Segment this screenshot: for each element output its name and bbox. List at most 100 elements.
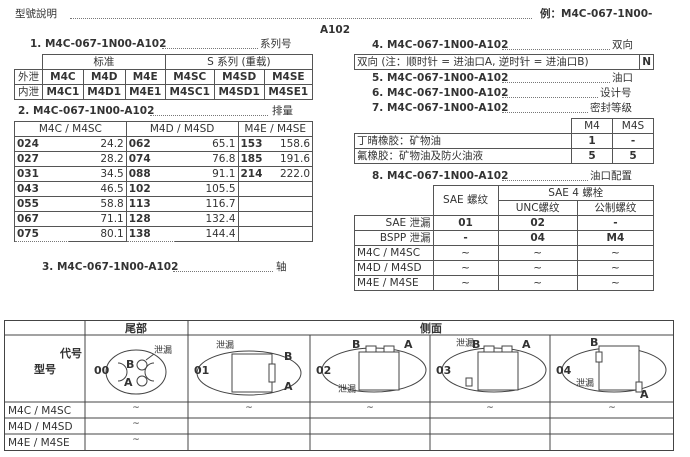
port-b-label: B bbox=[126, 358, 134, 371]
header-leader bbox=[70, 18, 532, 19]
port-b-label: B bbox=[352, 338, 360, 351]
port-config-cell: - bbox=[432, 230, 499, 246]
displacement-value: 34.5 bbox=[68, 166, 127, 182]
displacement-code: 024 bbox=[13, 136, 69, 152]
port-config-cell: ~ bbox=[576, 275, 655, 291]
displacement-code: 043 bbox=[13, 181, 69, 197]
sec7-leader bbox=[502, 112, 588, 113]
drain-label: 泄漏 bbox=[456, 337, 474, 349]
sec2-suffix: 排量 bbox=[272, 105, 293, 117]
sec1-suffix: 系列号 bbox=[260, 38, 292, 50]
port-config-cell: 01 bbox=[432, 215, 499, 231]
drain-label: 泄漏 bbox=[576, 377, 594, 389]
sec7-suffix: 密封等级 bbox=[590, 102, 632, 114]
seal-table: M4 M4S 丁晴橡胶：矿物油 1 - 氟橡胶：矿物油及防火油液 5 5 bbox=[354, 118, 654, 164]
table-row: UNC螺纹 公制螺纹 bbox=[355, 200, 655, 216]
displacement-value bbox=[270, 196, 314, 212]
port-config-cell: M4 bbox=[576, 230, 655, 246]
displacement-value: 65.1 bbox=[174, 136, 239, 152]
table-row: M4D / M4SD~~~ bbox=[354, 260, 655, 276]
port-b-label: B bbox=[472, 338, 480, 351]
code-label: 代号 bbox=[59, 346, 82, 360]
table-row: M4C / M4SC~~~ bbox=[354, 245, 655, 261]
sec8-suffix: 油口配置 bbox=[590, 170, 632, 182]
displacement-code: 031 bbox=[13, 166, 69, 182]
port-config-cell: ~ bbox=[432, 260, 499, 276]
table-row: 外泄 M4C M4D M4E M4SC M4SD M4SE bbox=[13, 69, 314, 85]
displacement-value: 191.6 bbox=[270, 151, 314, 167]
series-standard-header: 标准 bbox=[42, 54, 166, 70]
sec2-leader bbox=[150, 115, 268, 116]
displacement-code: 062 bbox=[125, 136, 175, 152]
orientation-cell: ~ bbox=[245, 403, 253, 413]
table-row: M4 M4S bbox=[354, 118, 654, 134]
table-row: M4E / M4SE~~~ bbox=[354, 275, 655, 291]
sec5-heading: 5. M4C-067-1N00-A102 bbox=[372, 72, 509, 84]
drain-label: 泄漏 bbox=[154, 344, 172, 356]
orientation-cell: ~ bbox=[608, 403, 616, 413]
displacement-code: 088 bbox=[125, 166, 175, 182]
sec6-leader bbox=[502, 97, 598, 98]
sec4-heading: 4. M4C-067-1N00-A102 bbox=[372, 39, 509, 51]
displacement-code: 138 bbox=[125, 226, 175, 242]
orientation-table: 尾部 侧面 代号 型号 00 B A 泄漏 01 泄漏 B A bbox=[4, 320, 674, 451]
displacement-value: 91.1 bbox=[174, 166, 239, 182]
port-a-label: A bbox=[124, 376, 133, 389]
displacement-value: 46.5 bbox=[68, 181, 127, 197]
model-row-label: M4C / M4SC bbox=[8, 405, 71, 417]
rotation-desc: 双向 (注：顺时针 = 进油口A, 逆时针 = 进油口B) bbox=[353, 54, 641, 70]
sec1-heading: 1. M4C-067-1N00-A102 bbox=[30, 38, 167, 50]
port-row-label: SAE 泄漏 bbox=[354, 215, 434, 231]
tail-header: 尾部 bbox=[124, 321, 147, 335]
displacement-value: 116.7 bbox=[174, 196, 239, 212]
table-row: M4C / M4SC M4D / M4SD M4E / M4SE bbox=[14, 121, 313, 137]
port-config-cell: ~ bbox=[497, 275, 578, 291]
displacement-value: 28.2 bbox=[68, 151, 127, 167]
table-row: 丁晴橡胶：矿物油 1 - bbox=[354, 133, 654, 149]
sec7-heading: 7. M4C-067-1N00-A102 bbox=[372, 102, 509, 114]
displacement-value: 80.1 bbox=[68, 226, 127, 242]
header-example: 例：M4C-067-1N00- bbox=[540, 8, 653, 20]
sec2-heading: 2. M4C-067-1N00-A102 bbox=[18, 105, 155, 117]
displacement-code: 153 bbox=[237, 136, 271, 152]
sec1-leader bbox=[162, 48, 258, 49]
displacement-value: 24.2 bbox=[68, 136, 127, 152]
displacement-code bbox=[237, 196, 271, 212]
model-row-label: M4E / M4SE bbox=[8, 437, 70, 449]
sec3-heading: 3. M4C-067-1N00-A102 bbox=[42, 261, 179, 273]
rotation-table: 双向 (注：顺时针 = 进油口A, 逆时针 = 进油口B) N bbox=[353, 54, 654, 70]
orientation-cell: ~ bbox=[132, 435, 140, 445]
rotation-code: N bbox=[639, 54, 654, 70]
side-view-01: 01 泄漏 B A bbox=[194, 339, 302, 396]
displacement-value: 222.0 bbox=[270, 166, 314, 182]
displacement-value bbox=[270, 211, 314, 227]
header-line: 型號說明 bbox=[15, 8, 667, 21]
orientation-cell: ~ bbox=[132, 403, 140, 413]
displacement-value: 58.8 bbox=[68, 196, 127, 212]
displacement-value: 76.8 bbox=[174, 151, 239, 167]
sec4-leader bbox=[502, 49, 610, 50]
port-row-label: BSPP 泄漏 bbox=[354, 230, 434, 246]
sec5-leader bbox=[502, 82, 610, 83]
port-row-label: M4E / M4SE bbox=[354, 275, 434, 291]
drain-label: 泄漏 bbox=[216, 339, 234, 351]
side-view-04: 04 B A 泄漏 bbox=[556, 336, 667, 401]
sec3-suffix: 轴 bbox=[276, 261, 287, 273]
orientation-cell: ~ bbox=[486, 403, 494, 413]
sec8-leader bbox=[502, 180, 588, 181]
port-config-cell: ~ bbox=[432, 245, 499, 261]
displacement-code: 214 bbox=[237, 166, 271, 182]
sec6-heading: 6. M4C-067-1N00-A102 bbox=[372, 87, 509, 99]
port-config-cell: ~ bbox=[497, 260, 578, 276]
side-view-03: 03 B A 泄漏 bbox=[436, 337, 547, 393]
displacement-value: 144.4 bbox=[174, 226, 239, 242]
orientation-cell: ~ bbox=[132, 419, 140, 429]
port-config-cell: ~ bbox=[576, 245, 655, 261]
displacement-value: 158.6 bbox=[270, 136, 314, 152]
